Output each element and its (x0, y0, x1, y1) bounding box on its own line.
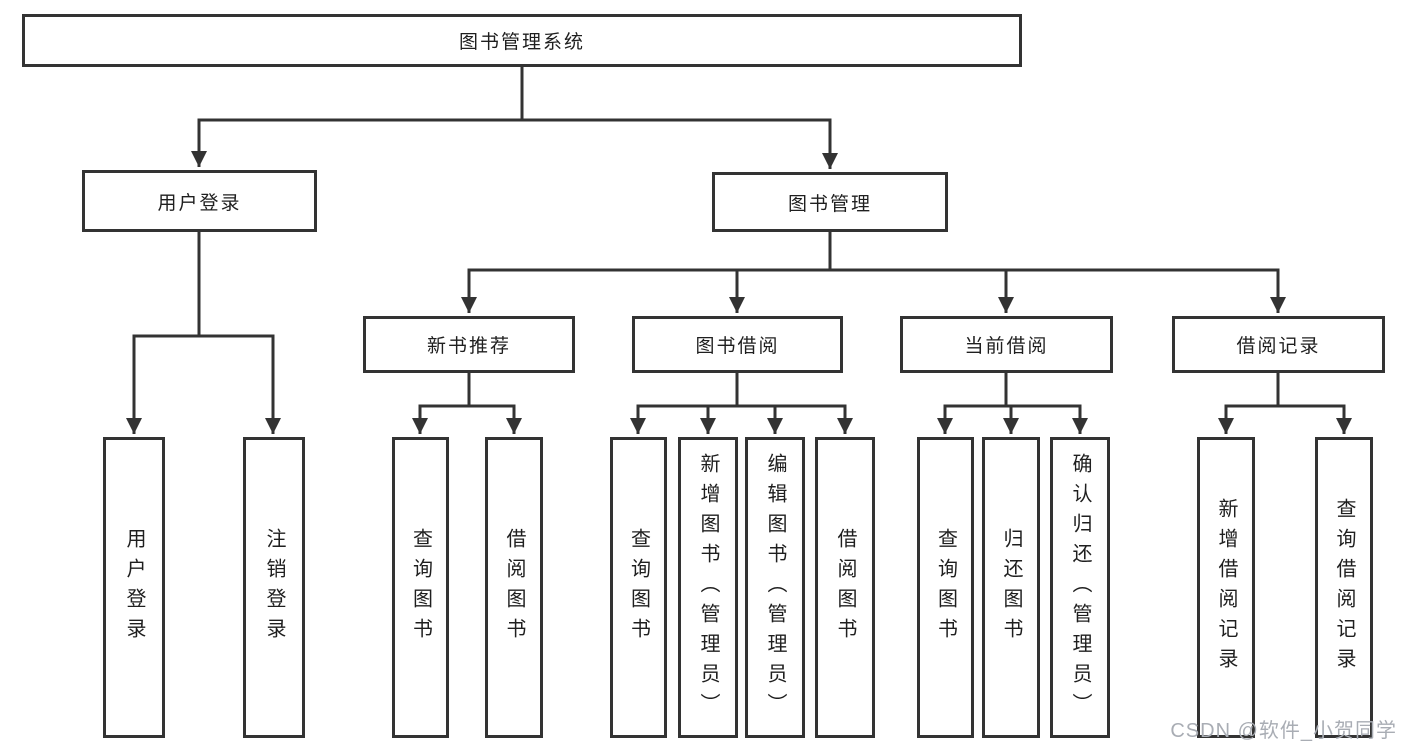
node-label: 当前借阅 (964, 336, 1049, 357)
node-label: 新增借阅记录 (1215, 497, 1237, 678)
node-label: 编辑图书（管理员） (764, 452, 786, 723)
node-label: 归还图书 (1000, 527, 1022, 648)
node-label: 借阅记录 (1236, 336, 1321, 357)
leaf-query-borrow-record: 查询借阅记录 (1315, 437, 1373, 738)
node-label: 借阅图书 (503, 527, 525, 648)
node-label: 查询图书 (627, 527, 650, 648)
node-book-borrowing: 图书借阅 (632, 316, 843, 373)
node-label: 注销登录 (263, 527, 285, 648)
leaf-query-books-borrowing: 查询图书 (610, 437, 667, 738)
leaf-edit-books-admin: 编辑图书（管理员） (745, 437, 805, 738)
node-label: 新增图书（管理员） (697, 452, 719, 723)
leaf-add-books-admin: 新增图书（管理员） (678, 437, 738, 738)
leaf-return-books: 归还图书 (982, 437, 1040, 738)
node-label: 查询图书 (409, 527, 432, 648)
node-new-book-recommend: 新书推荐 (363, 316, 575, 373)
node-label: 确认归还（管理员） (1069, 452, 1091, 723)
leaf-borrow-books: 借阅图书 (815, 437, 875, 738)
node-label: 借阅图书 (834, 527, 856, 648)
node-current-borrowing: 当前借阅 (900, 316, 1113, 373)
node-label: 新书推荐 (426, 336, 511, 357)
node-root-system: 图书管理系统 (22, 14, 1022, 67)
leaf-query-books-recommend: 查询图书 (392, 437, 449, 738)
node-label: 查询借阅记录 (1333, 497, 1355, 678)
leaf-add-borrow-record: 新增借阅记录 (1197, 437, 1255, 738)
node-user-login: 用户登录 (82, 170, 317, 232)
node-label: 用户登录 (123, 527, 145, 648)
node-label: 图书管理系统 (458, 32, 585, 53)
leaf-borrow-books-recommend: 借阅图书 (485, 437, 543, 738)
node-label: 图书借阅 (695, 336, 780, 357)
node-borrow-records: 借阅记录 (1172, 316, 1385, 373)
leaf-user-login: 用户登录 (103, 437, 165, 738)
node-book-management: 图书管理 (712, 172, 948, 232)
node-label: 用户登录 (157, 192, 242, 214)
leaf-logout: 注销登录 (243, 437, 305, 738)
node-label: 图书管理 (787, 193, 872, 215)
leaf-query-books-current: 查询图书 (917, 437, 974, 738)
node-label: 查询图书 (934, 527, 957, 648)
csdn-watermark: CSDN @软件_小贺同学 (1170, 720, 1397, 742)
leaf-confirm-return-admin: 确认归还（管理员） (1050, 437, 1110, 738)
